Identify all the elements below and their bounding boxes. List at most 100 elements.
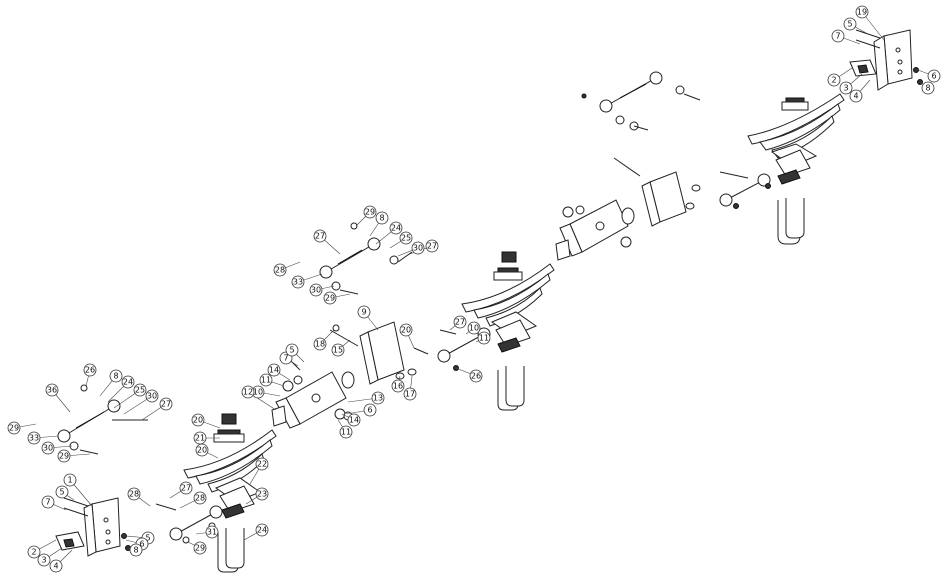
- callout-circle: [363, 403, 377, 417]
- callout-circle: [399, 231, 413, 245]
- callout-number: 33: [293, 278, 303, 287]
- callout-circle: [467, 321, 481, 335]
- callout-circle: [411, 241, 425, 255]
- callout-number: 26: [471, 372, 481, 381]
- callout-circle: [255, 523, 269, 537]
- callout-number: 6: [367, 406, 372, 415]
- callout-number: 24: [257, 526, 267, 535]
- callout-circle: [159, 397, 173, 411]
- torque-arm-right: [719, 173, 771, 209]
- callout-circle: [267, 363, 281, 377]
- callout-circle: [45, 383, 59, 397]
- callout-bubble: 29: [363, 205, 377, 219]
- callout-bubble: 6: [927, 69, 941, 83]
- callout-bubble: 14: [267, 363, 281, 377]
- callout-circle: [41, 495, 55, 509]
- u-bolt-centre: [497, 366, 525, 411]
- callout-number: 8: [925, 84, 930, 93]
- callout-circle: [37, 553, 51, 567]
- callout-circle: [121, 375, 135, 389]
- callout-bubble: 21: [193, 431, 207, 445]
- callout-bubble: 27: [425, 239, 439, 253]
- callout-circle: [129, 543, 143, 557]
- callout-bubble: 27: [313, 229, 327, 243]
- callout-number: 2: [31, 548, 36, 557]
- callout-bubble: 16: [391, 379, 405, 393]
- callout-number: 10: [253, 388, 263, 397]
- callout-bubble: 29: [193, 541, 207, 555]
- callout-number: 8: [113, 372, 118, 381]
- callout-number: 19: [857, 8, 867, 17]
- callout-circle: [63, 473, 77, 487]
- callout-bubble: 33: [291, 275, 305, 289]
- callout-bubble: 5: [843, 17, 857, 31]
- callout-bubble: 25: [133, 383, 147, 397]
- callout-bubble: 20: [195, 443, 209, 457]
- callout-bubble: 10: [467, 321, 481, 335]
- callout-bubble: 7: [831, 29, 845, 43]
- callout-bubble: 24: [255, 523, 269, 537]
- callout-number: 4: [853, 92, 858, 101]
- callout-bubble: 36: [45, 383, 59, 397]
- callout-bubble: 1: [63, 473, 77, 487]
- callout-bubble: 20: [191, 413, 205, 427]
- leader-lines: [13, 11, 935, 567]
- callout-bubble: 30: [309, 283, 323, 297]
- callout-number: 2: [831, 76, 836, 85]
- callout-bubble: 14: [347, 413, 361, 427]
- callout-number: 24: [391, 224, 401, 233]
- callout-number: 30: [311, 286, 321, 295]
- callout-circle: [7, 421, 21, 435]
- callout-number: 5: [145, 534, 150, 543]
- centre-hanger-right: [613, 157, 749, 227]
- callout-circle: [255, 457, 269, 471]
- callout-bubble: 2: [27, 545, 41, 559]
- callout-number: 7: [835, 32, 840, 41]
- callout-bubble: 2: [827, 73, 841, 87]
- callout-bubble: 25: [399, 231, 413, 245]
- callout-circle: [145, 389, 159, 403]
- callout-circle: [309, 283, 323, 297]
- u-bolt-right: [777, 198, 805, 245]
- callout-circle: [255, 487, 269, 501]
- callout-number: 29: [59, 452, 69, 461]
- callout-circle: [109, 369, 123, 383]
- callout-number: 3: [843, 84, 848, 93]
- callout-circle: [27, 545, 41, 559]
- callout-bubble: 29: [7, 421, 21, 435]
- callout-number: 27: [181, 484, 191, 493]
- callout-bubble: 15: [331, 343, 345, 357]
- callout-bubble: 28: [127, 487, 141, 501]
- callout-circle: [477, 331, 491, 345]
- callout-circle: [389, 221, 403, 235]
- callout-number: 8: [379, 214, 384, 223]
- front-hanger-left: [63, 497, 131, 557]
- callout-circle: [291, 275, 305, 289]
- callout-circle: [347, 413, 361, 427]
- callout-number: 5: [847, 20, 852, 29]
- callout-bubble: 8: [375, 211, 389, 225]
- callout-circle: [843, 17, 857, 31]
- torque-arm-left: [155, 503, 223, 544]
- callout-number: 20: [401, 326, 411, 335]
- spring-seat-right: [849, 59, 877, 77]
- callout-number: 29: [325, 294, 335, 303]
- callout-number: 17: [405, 390, 415, 399]
- callout-number: 12: [243, 388, 253, 397]
- callout-number: 11: [261, 376, 271, 385]
- u-bolt-left: [217, 528, 245, 573]
- callout-number: 22: [257, 460, 267, 469]
- callout-bubble: 4: [849, 89, 863, 103]
- callout-number: 8: [133, 546, 138, 555]
- callout-bubble: 28: [273, 263, 287, 277]
- callout-bubble: 11: [259, 373, 273, 387]
- callout-number: 30: [43, 444, 53, 453]
- spring-seat-left: [55, 531, 85, 551]
- callout-circle: [403, 387, 417, 401]
- bolts-right-top: [855, 29, 923, 85]
- callout-number: 13: [373, 394, 383, 403]
- callout-circle: [927, 69, 941, 83]
- callout-number: 33: [29, 434, 39, 443]
